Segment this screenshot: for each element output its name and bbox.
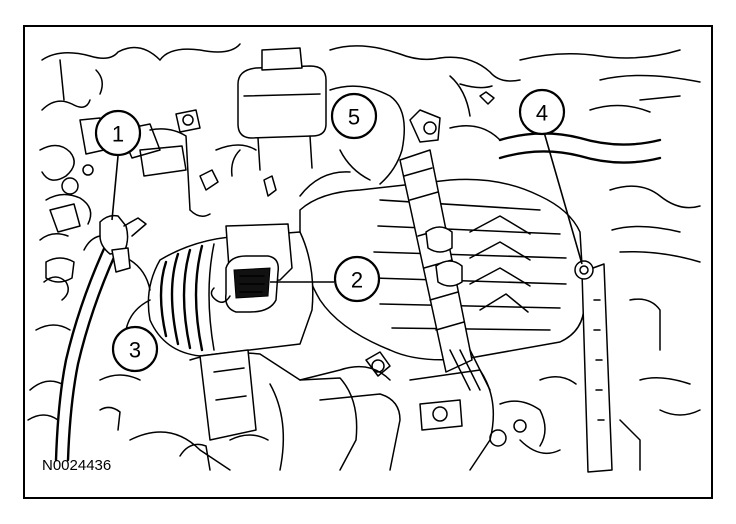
callout-5: 5 xyxy=(330,92,378,140)
air-cleaner-housing xyxy=(299,149,585,373)
callout-3: 3 xyxy=(111,325,159,373)
leader-lines xyxy=(111,131,583,283)
mass-airflow-sensor xyxy=(210,223,293,313)
engine-shroud xyxy=(299,85,441,197)
sensor-fitting-4 xyxy=(574,260,594,280)
upper-left-tubes xyxy=(139,109,277,217)
callout-label-3: 3 xyxy=(129,338,141,363)
lower-engine xyxy=(99,349,577,471)
callout-label-5: 5 xyxy=(348,105,360,130)
callout-label-1: 1 xyxy=(112,122,124,147)
callout-label-4: 4 xyxy=(536,101,548,126)
callout-2: 2 xyxy=(333,255,381,303)
callout-1: 1 xyxy=(94,109,142,157)
callout-label-2: 2 xyxy=(351,268,363,293)
right-frame-rail xyxy=(581,225,701,473)
line-art xyxy=(27,43,701,473)
vacuum-hose xyxy=(54,214,151,462)
figure-id: N0024436 xyxy=(42,457,111,474)
leader-line-4 xyxy=(543,131,583,265)
upper-hoses xyxy=(159,43,701,209)
leader-line-1 xyxy=(111,155,119,221)
callout-4: 4 xyxy=(518,88,566,136)
reservoir xyxy=(230,47,327,177)
